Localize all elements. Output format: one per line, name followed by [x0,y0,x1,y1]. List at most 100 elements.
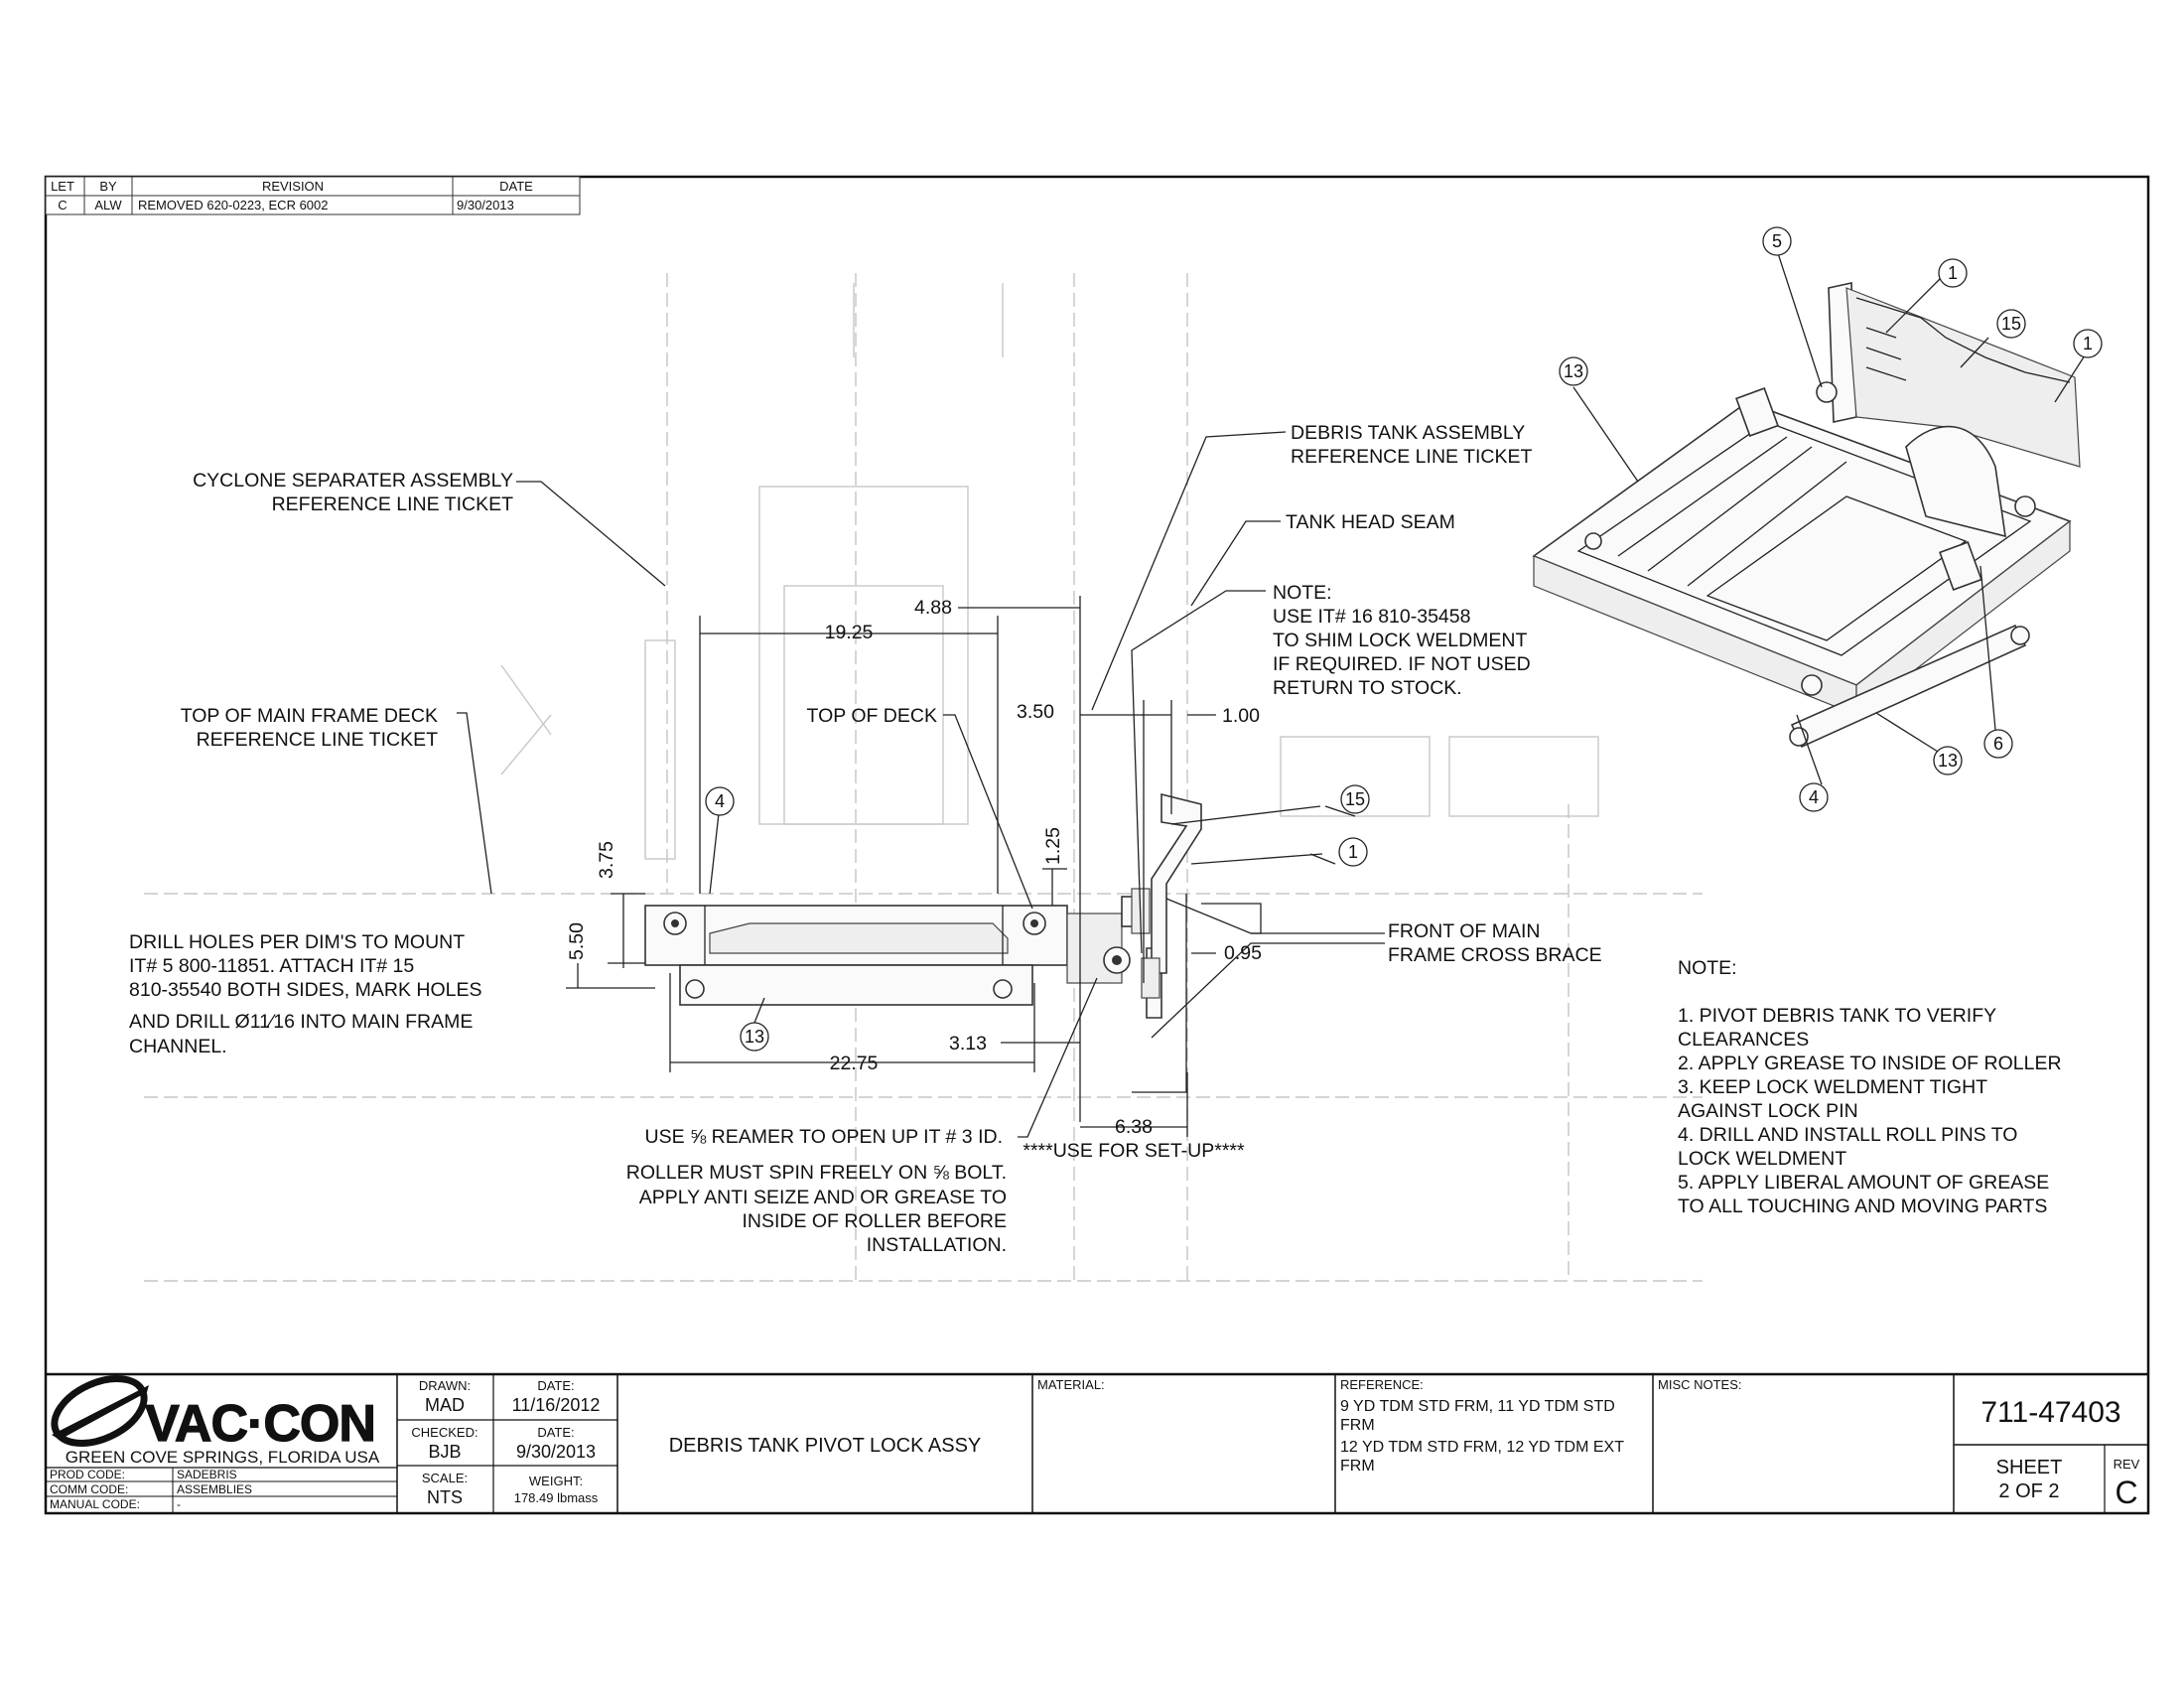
comm-code-label: COMM CODE: [50,1482,128,1496]
reference-line-3: 12 YD TDM STD FRM, 12 YD TDM EXT [1340,1439,1624,1456]
rev-header-date: DATE [499,179,533,194]
dim-1-00: 1.00 [1222,705,1260,727]
svg-text:13: 13 [745,1027,764,1047]
dim-0-95: 0.95 [1224,942,1262,964]
company-location: GREEN COVE SPRINGS, FLORIDA USA [66,1448,380,1467]
general-notes: NOTE: 1. PIVOT DEBRIS TANK TO VERIFY CLE… [1678,957,2062,1217]
note-2-line-1: 2. APPLY GREASE TO INSIDE OF ROLLER [1678,1053,2062,1074]
product-codes: PROD CODE: SADEBRIS COMM CODE: ASSEMBLIE… [50,1468,252,1511]
balloon-15: 15 [1340,784,1370,814]
svg-text:15: 15 [2001,314,2021,334]
front-view-balloons: 4 15 1 13 [705,784,1370,1052]
reference-label: REFERENCE: [1340,1377,1424,1392]
rev-cell-let: C [58,198,67,212]
iso-balloon-13-top: 13 [1559,356,1588,386]
drill-holes-line-5: CHANNEL. [129,1036,227,1057]
weight-value: 178.49 lbmass [514,1490,599,1505]
iso-balloon-1-top: 1 [1938,258,1968,288]
title-block [46,1372,2148,1513]
reference-line-1: 9 YD TDM STD FRM, 11 YD TDM STD [1340,1398,1615,1415]
iso-balloon-1-right: 1 [2073,329,2103,358]
cyclone-callout-line-1: CYCLONE SEPARATER ASSEMBLY [193,470,513,492]
dimension-labels: 4.88 19.25 3.50 1.00 3.75 1.25 5.50 0.95… [566,597,1262,1138]
leader-lines [457,249,2086,1138]
main-frame-deck-callout-line-1: TOP OF MAIN FRAME DECK [181,705,438,727]
svg-text:1: 1 [1948,263,1958,283]
balloon-13: 13 [740,1022,769,1052]
debris-tank-callout-line-2: REFERENCE LINE TICKET [1291,446,1533,468]
main-frame-channel [679,964,1033,1006]
note-5-line-1: 5. APPLY LIBERAL AMOUNT OF GREASE [1678,1172,2049,1194]
rev-header-let: LET [51,179,74,194]
note-1-line-2: CLEARANCES [1678,1029,1809,1051]
prod-code-value: SADEBRIS [177,1468,237,1481]
drill-holes-line-3: 810-35540 BOTH SIDES, MARK HOLES [129,979,481,1001]
rev-label: REV [2114,1457,2140,1472]
checked-label: CHECKED: [411,1425,478,1440]
iso-balloon-6: 6 [1983,729,2013,759]
dim-3-13: 3.13 [949,1033,987,1055]
drill-holes-line-1: DRILL HOLES PER DIM'S TO MOUNT [129,931,465,953]
dim-5-50: 5.50 [566,922,588,960]
shim-note-line-2: USE IT# 16 810-35458 [1273,606,1470,628]
dim-19-25: 19.25 [825,622,874,643]
drill-holes-line-2: IT# 5 800-11851. ATTACH IT# 15 [129,955,414,977]
rev-cell-date: 9/30/2013 [457,198,514,212]
main-frame-deck-callout-line-2: REFERENCE LINE TICKET [197,729,439,751]
note-4-line-2: LOCK WELDMENT [1678,1148,1846,1170]
drawing-number: 711-47403 [1980,1396,2120,1429]
note-1-line-1: 1. PIVOT DEBRIS TANK TO VERIFY [1678,1005,1996,1027]
iso-balloon-13-bottom: 13 [1933,746,1963,775]
svg-text:5: 5 [1772,231,1782,251]
weight-label: WEIGHT: [529,1474,583,1488]
balloon-4-left: 4 [705,786,735,816]
rev-header-by: BY [99,179,117,194]
reference-line-2: FRM [1340,1417,1375,1434]
roller-note-line-1: ROLLER MUST SPIN FREELY ON ⅝ BOLT. [626,1162,1007,1184]
roller-note-line-3: INSIDE OF ROLLER BEFORE [742,1210,1007,1232]
note-3-line-2: AGAINST LOCK PIN [1678,1100,1858,1122]
checked-value: BJB [428,1442,461,1462]
note-3-line-1: 3. KEEP LOCK WELDMENT TIGHT [1678,1076,1987,1098]
cyclone-callout-line-2: REFERENCE LINE TICKET [272,493,514,515]
tank-head-seam-callout: TANK HEAD SEAM [1286,511,1455,533]
cross-brace-callout-line-1: FRONT OF MAIN [1388,920,1540,942]
svg-text:13: 13 [1564,361,1583,381]
drawn-label: DRAWN: [419,1378,471,1393]
comm-code-value: ASSEMBLIES [177,1482,252,1496]
drawn-date-value: 11/16/2012 [512,1395,601,1415]
rev-cell-revision: REMOVED 620-0223, ECR 6002 [138,198,328,212]
checked-date-label: DATE: [537,1425,574,1440]
note-4-line-1: 4. DRILL AND INSTALL ROLL PINS TO [1678,1124,2017,1146]
shim-note-line-3: TO SHIM LOCK WELDMENT [1273,630,1528,651]
shim-note-line-1: NOTE: [1273,582,1332,604]
scale-value: NTS [427,1487,463,1507]
reference-line-4: FRM [1340,1458,1375,1475]
iso-balloon-4: 4 [1799,782,1829,812]
dim-6-38: 6.38 [1115,1116,1153,1138]
svg-text:4: 4 [715,791,725,811]
sheet-value: 2 OF 2 [1998,1480,2059,1502]
material-label: MATERIAL: [1037,1377,1105,1392]
dim-3-50: 3.50 [1017,701,1054,723]
scale-label: SCALE: [422,1471,468,1485]
svg-text:4: 4 [1809,787,1819,807]
top-of-deck-callout: TOP OF DECK [807,705,937,727]
misc-notes-label: MISC NOTES: [1658,1377,1742,1392]
rev-value: C [2115,1475,2137,1510]
notes-heading: NOTE: [1678,957,1737,979]
note-5-line-2: TO ALL TOUCHING AND MOVING PARTS [1678,1196,2047,1217]
shim-note-line-5: RETURN TO STOCK. [1273,677,1462,699]
revision-block: LET BY REVISION DATE C ALW REMOVED 620-0… [45,176,581,215]
svg-text:13: 13 [1938,751,1958,771]
manual-code-label: MANUAL CODE: [50,1497,140,1511]
company-wordmark: VAC·CON [145,1395,375,1453]
approval-fields: DRAWN: MAD DATE: 11/16/2012 CHECKED: BJB… [411,1378,600,1507]
dim-3-75: 3.75 [596,841,617,879]
manual-code-value: - [177,1497,181,1511]
roller-note-line-2: APPLY ANTI SEIZE AND OR GREASE TO [639,1187,1007,1208]
callout-texts: CYCLONE SEPARATER ASSEMBLY REFERENCE LIN… [129,422,1602,1256]
shim-note-line-4: IF REQUIRED. IF NOT USED [1273,653,1531,675]
vac-con-logo: VAC·CON [48,1375,395,1454]
